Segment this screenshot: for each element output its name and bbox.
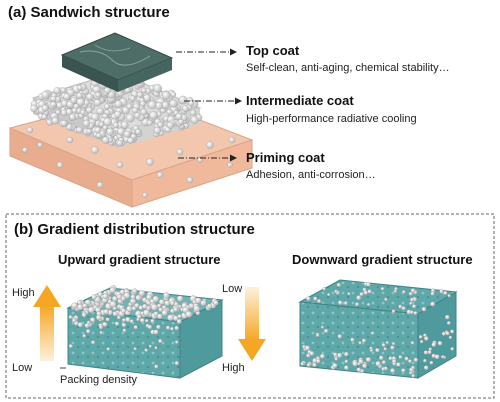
- panel-a-title: (a) Sandwich structure: [8, 4, 170, 21]
- downward-arrow: [238, 287, 266, 361]
- connector-arrowheads: [230, 48, 242, 162]
- panel-b-title: (b) Gradient distribution structure: [14, 221, 255, 238]
- top-coat-layer: [60, 32, 174, 92]
- downward-high-label: High: [222, 362, 245, 374]
- connector-lines: [176, 51, 235, 159]
- priming-coat-label: Priming coat: [246, 150, 325, 165]
- downward-title: Downward gradient structure: [292, 252, 473, 267]
- downward-low-label: Low: [222, 283, 243, 295]
- intermediate-coat-desc: High-performance radiative cooling: [246, 113, 417, 125]
- upward-high-label: High: [12, 287, 35, 299]
- packing-density-label: Packing density: [60, 374, 138, 386]
- downward-gradient-block: [298, 279, 458, 379]
- top-coat-label: Top coat: [246, 43, 300, 58]
- upward-title: Upward gradient structure: [58, 252, 221, 267]
- upward-gradient-block: [66, 285, 224, 379]
- upward-low-label: Low: [12, 362, 33, 374]
- top-coat-desc: Self-clean, anti-aging, chemical stabili…: [246, 62, 450, 74]
- panel-b-frame: [5, 213, 495, 399]
- priming-coat-desc: Adhesion, anti-corrosion…: [246, 169, 376, 181]
- intermediate-coat-label: Intermediate coat: [246, 93, 354, 108]
- upward-arrow: [33, 285, 61, 361]
- intermediate-coat-layer: [30, 69, 203, 148]
